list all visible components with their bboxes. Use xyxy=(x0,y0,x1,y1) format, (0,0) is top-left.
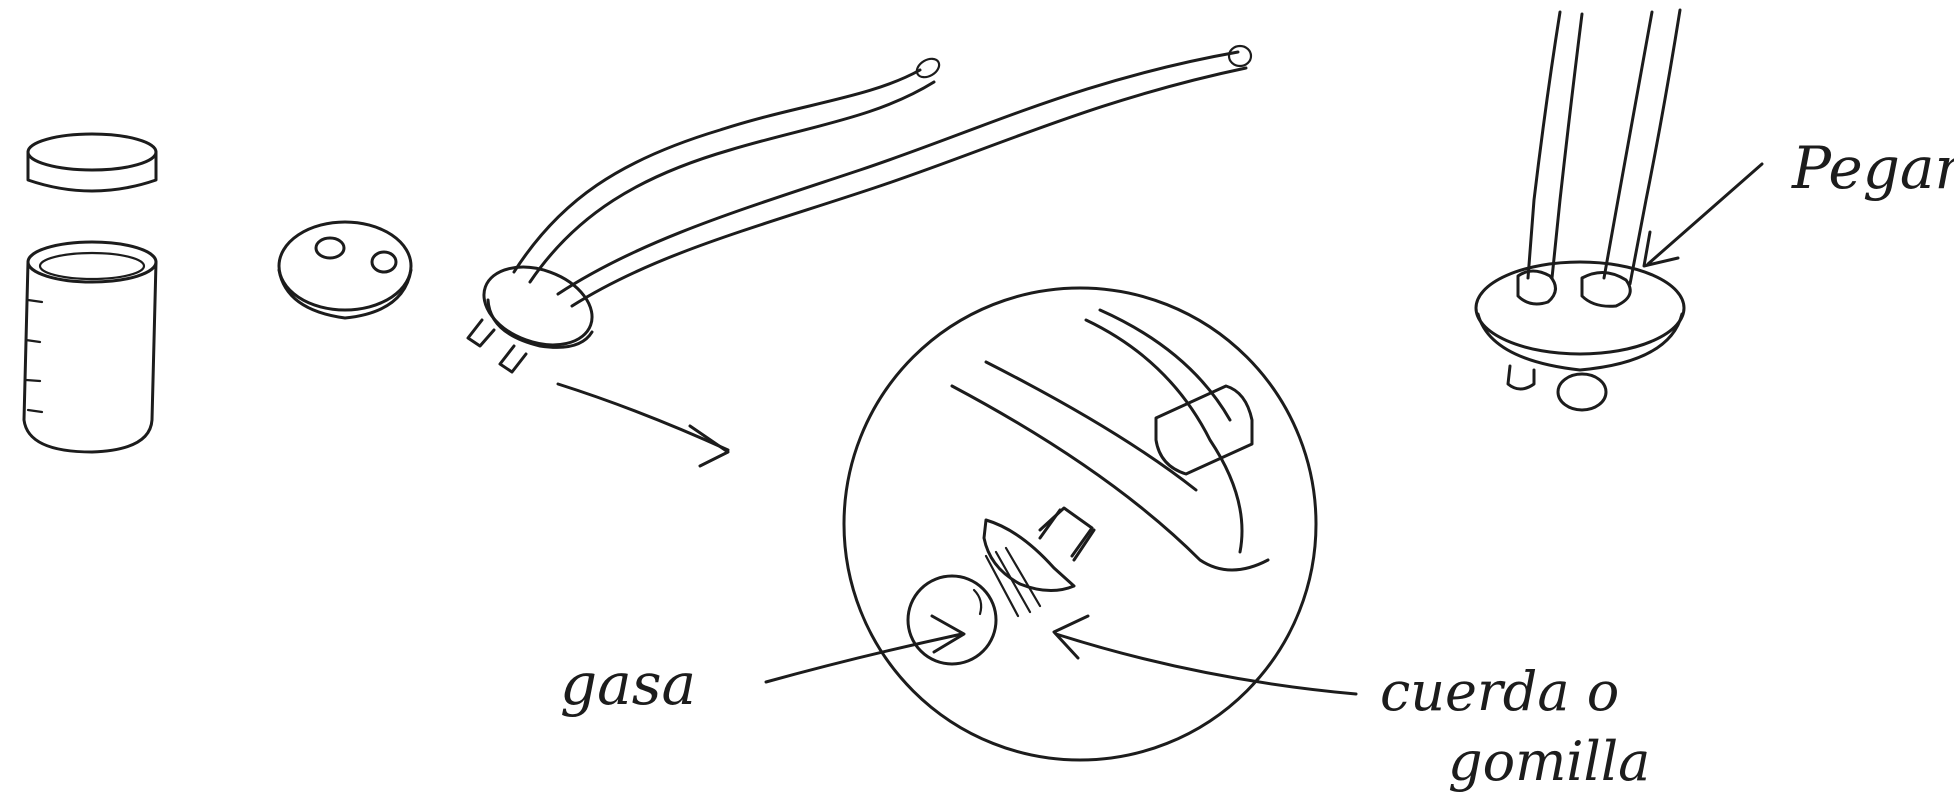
label-gasa: gasa xyxy=(560,650,696,718)
jar-lid xyxy=(28,134,156,191)
magnified-detail xyxy=(844,288,1316,760)
label-cuerda-line2: gomilla xyxy=(1448,730,1650,793)
cuerda-arrow xyxy=(1054,616,1356,694)
label-cuerda-line1: cuerda o xyxy=(1380,660,1619,723)
label-pegar: Pegar xyxy=(1791,134,1954,202)
assembled-stopper xyxy=(1476,10,1684,410)
stopper-with-tubes xyxy=(468,46,1251,372)
jar-body xyxy=(24,242,156,452)
stopper-disc xyxy=(279,222,411,318)
gasa-arrow xyxy=(766,616,964,682)
pointer-arrow xyxy=(558,384,728,466)
pegar-arrow xyxy=(1644,164,1762,266)
